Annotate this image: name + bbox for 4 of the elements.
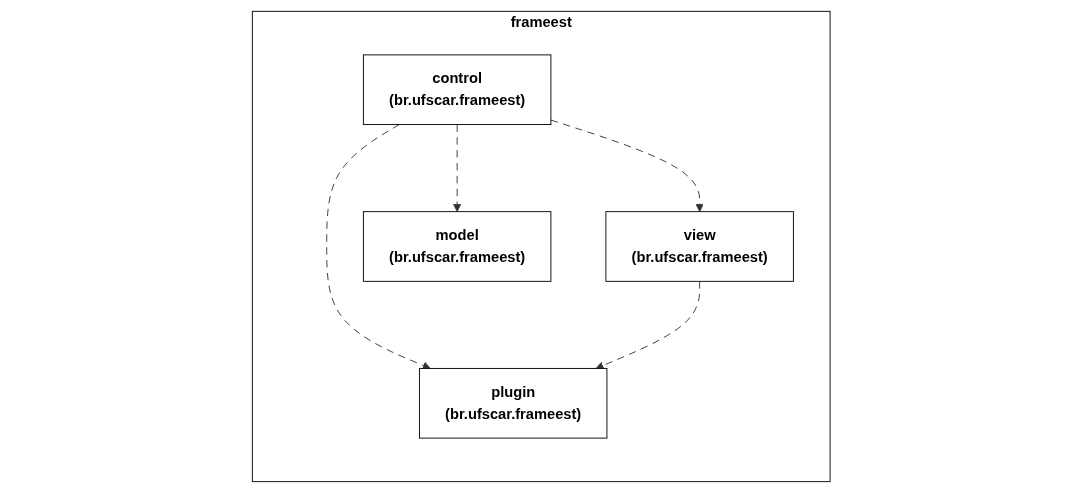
node-box: plugin (br.ufscar.frameest): [418, 367, 608, 439]
node-box: control (br.ufscar.frameest): [362, 54, 552, 125]
node-box: model (br.ufscar.frameest): [362, 211, 552, 282]
node-box: view (br.ufscar.frameest): [605, 211, 794, 282]
